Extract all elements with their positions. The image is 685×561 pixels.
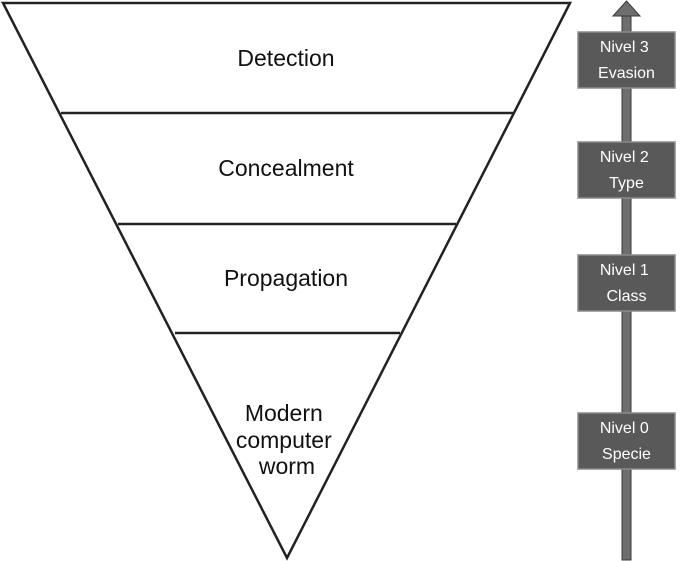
- arrow-up-icon: [611, 0, 642, 17]
- layer-label-detection: Detection: [237, 45, 334, 71]
- level-box-2: Nivel 2 Type: [577, 141, 676, 199]
- level-box-text: Nivel 2 Type: [600, 149, 653, 192]
- level-box-1: Nivel 1 Class: [577, 254, 676, 312]
- layer-label-propagation: Propagation: [224, 265, 348, 291]
- level-box-background: [577, 31, 676, 89]
- level-box-background: [577, 254, 676, 312]
- layer-label-concealment: Concealment: [218, 155, 354, 181]
- level-box-0: Nivel 0 Specie: [577, 412, 676, 470]
- level-box-text: Nivel 0 Specie: [600, 420, 653, 463]
- layer-label-modern-computer-worm: Modern computer worm: [236, 400, 338, 479]
- pyramid-outline: [0, 1, 573, 561]
- level-box-3: Nivel 3 Evasion: [577, 31, 676, 89]
- level-box-background: [577, 412, 676, 470]
- inverted-pyramid: Detection Concealment Propagation Modern…: [0, 1, 573, 561]
- level-box-background: [577, 141, 676, 199]
- level-box-text: Nivel 3 Evasion: [598, 39, 655, 82]
- level-box-text: Nivel 1 Class: [600, 262, 653, 305]
